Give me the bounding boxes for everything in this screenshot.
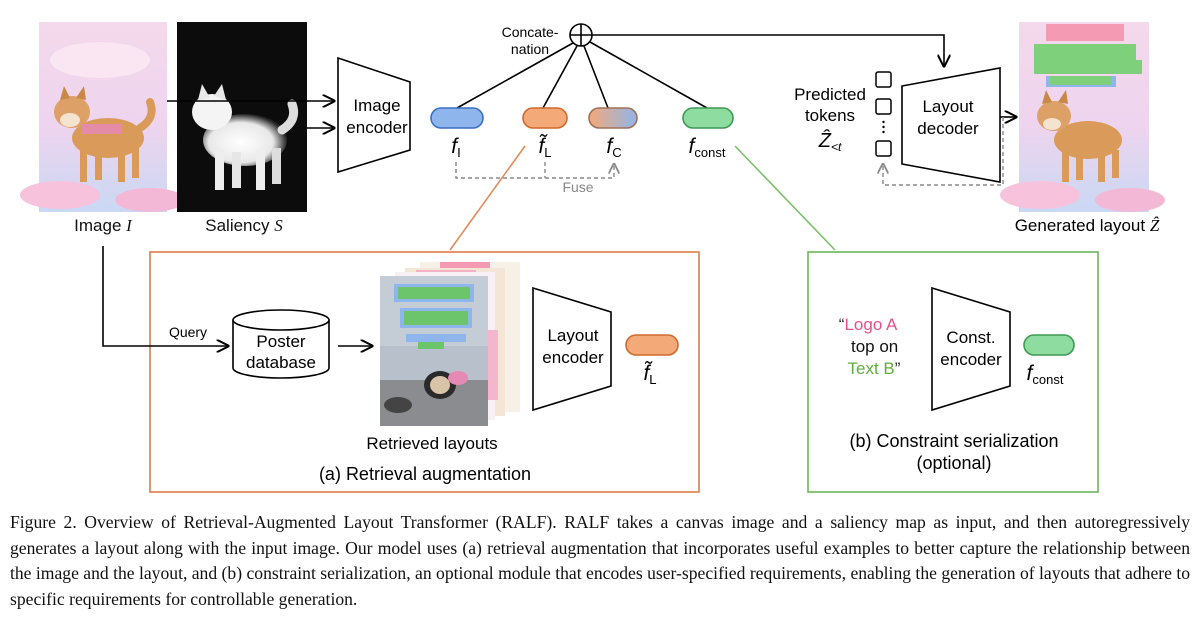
constraint-panel — [807, 251, 1099, 493]
retrieval-caption: (a) Retrieval augmentation — [319, 464, 531, 484]
retrieved-layouts-stack — [380, 262, 520, 426]
image-encoder-block — [337, 56, 411, 174]
token-f-const — [682, 107, 734, 129]
f-c-label: fC — [606, 135, 621, 160]
retrieved-layouts-label: Retrieved layouts — [366, 434, 497, 453]
token-f-i — [430, 107, 484, 129]
constraint-f-const-label: fconst — [1027, 362, 1064, 387]
fuse-label: Fuse — [562, 179, 593, 195]
concatenation-label: Concate-nation — [502, 24, 559, 57]
saliency-label: Saliency S — [205, 216, 283, 235]
fuse-connector — [455, 162, 614, 179]
f-l-label: f̃L — [538, 134, 551, 160]
autoregressive-feedback — [883, 117, 1004, 186]
concat-to-decoder-arrow — [592, 34, 944, 66]
z-hat-lt-label: Ẑ<t — [818, 129, 842, 154]
retrieval-connector — [449, 145, 526, 251]
token-f-c — [588, 107, 638, 129]
token-f-l — [522, 107, 568, 129]
constraint-caption: (b) Constraint serialization(optional) — [849, 431, 1058, 473]
constraint-text: “Logo A top on Text B” — [839, 315, 903, 378]
f-const-label: fconst — [689, 135, 726, 160]
generated-layout-label: Generated layout Ẑ — [1015, 216, 1160, 235]
query-arrow — [102, 246, 228, 346]
image-label: Image I — [74, 216, 133, 235]
input-image — [20, 22, 185, 212]
saliency-map — [177, 22, 307, 212]
concatenation-icon — [569, 23, 593, 47]
token-squares — [875, 71, 892, 157]
const-encoder-label: Const.encoder — [940, 328, 1002, 369]
constraint-f-const-token — [1023, 334, 1075, 356]
f-i-label: fI — [451, 135, 460, 160]
poster-database-icon — [232, 309, 330, 379]
retrieval-f-l-token — [625, 334, 679, 356]
const-encoder-block — [931, 286, 1011, 412]
layout-decoder-block — [901, 67, 1001, 183]
generated-layout-image — [1000, 22, 1165, 212]
query-label: Query — [169, 324, 207, 340]
retrieval-panel — [149, 251, 700, 493]
retrieval-f-l-label: f̃L — [643, 361, 656, 387]
constraint-connector — [734, 145, 836, 251]
layout-encoder-block — [532, 286, 612, 412]
figure-caption: Figure 2. Overview of Retrieval-Augmente… — [10, 512, 1190, 609]
